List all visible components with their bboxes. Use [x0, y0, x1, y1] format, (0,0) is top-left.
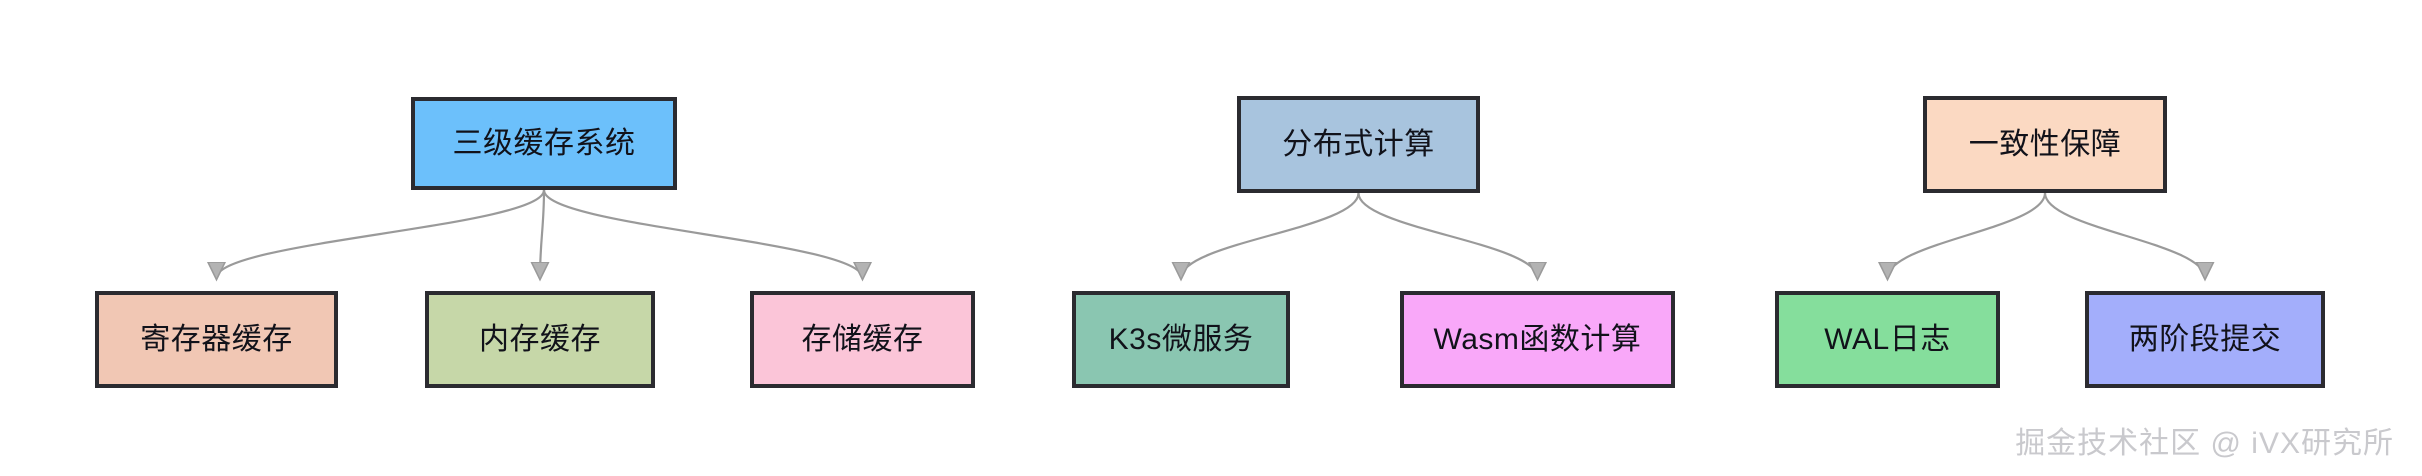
node-memory-cache[interactable]: 内存缓存 [425, 291, 655, 388]
edge-cache-root-to-storage-cache [542, 189, 863, 278]
node-label-wal-log: WAL日志 [1824, 322, 1951, 356]
node-label-cache-root: 三级缓存系统 [452, 126, 636, 160]
node-storage-cache[interactable]: 存储缓存 [750, 291, 975, 388]
edge-consistency-root-to-wal-log [1888, 192, 2047, 278]
edge-cache-root-to-memory-cache [540, 189, 544, 278]
node-consistency-root[interactable]: 一致性保障 [1923, 96, 2167, 193]
node-label-k3s-microservice: K3s微服务 [1108, 322, 1254, 356]
node-cache-root[interactable]: 三级缓存系统 [411, 97, 677, 190]
node-label-register-cache: 寄存器缓存 [140, 322, 293, 356]
node-label-storage-cache: 存储缓存 [801, 322, 924, 356]
watermark: 掘金技术社区 @ iVX研究所 [2015, 427, 2394, 460]
node-label-consistency-root: 一致性保障 [1968, 127, 2122, 161]
node-label-two-phase-commit: 两阶段提交 [2128, 322, 2282, 356]
edge-cache-root-to-register-cache [217, 189, 546, 278]
node-label-wasm-function: Wasm函数计算 [1433, 322, 1642, 356]
node-distributed-root[interactable]: 分布式计算 [1237, 96, 1480, 193]
edge-distributed-root-to-wasm-function [1357, 192, 1538, 278]
node-label-memory-cache: 内存缓存 [479, 322, 601, 356]
node-two-phase-commit[interactable]: 两阶段提交 [2085, 291, 2325, 388]
edge-distributed-root-to-k3s-microservice [1181, 192, 1360, 278]
node-wasm-function[interactable]: Wasm函数计算 [1400, 291, 1675, 388]
edge-consistency-root-to-two-phase-commit [2043, 192, 2205, 278]
node-wal-log[interactable]: WAL日志 [1775, 291, 2000, 388]
node-register-cache[interactable]: 寄存器缓存 [95, 291, 338, 388]
node-label-distributed-root: 分布式计算 [1282, 127, 1435, 161]
node-k3s-microservice[interactable]: K3s微服务 [1072, 291, 1290, 388]
